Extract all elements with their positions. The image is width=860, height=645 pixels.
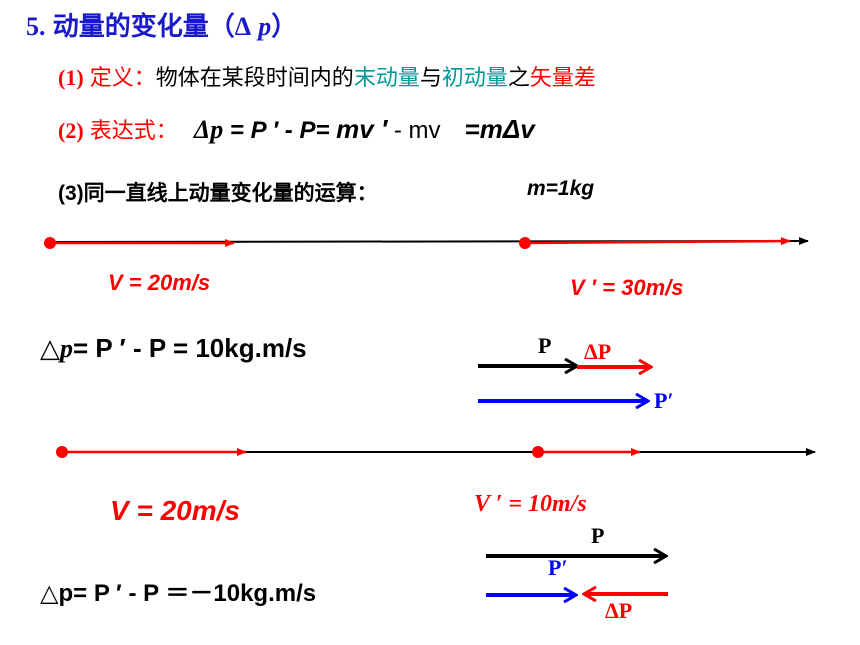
calc-text: (3)同一直线上动量变化量的运算：: [58, 182, 378, 205]
case1-delta-p: p: [60, 334, 73, 363]
title-close: ）: [271, 11, 298, 41]
definition-term-initial: 初动量: [441, 65, 508, 90]
formula-mv-prime: mv ′: [336, 114, 388, 144]
definition-text3: 之: [507, 65, 530, 90]
formula-part2: = P ′ - P=: [223, 117, 337, 144]
definition-term-final: 末动量: [353, 65, 420, 90]
case2-v-final: V ′ = 10m/s: [474, 491, 587, 517]
definition-line: (1) 定义：物体在某段时间内的末动量与初动量之矢量差: [58, 60, 596, 92]
case2-delta-symbol: △: [40, 580, 59, 607]
case1-end-point: [519, 237, 531, 249]
title-p: p: [258, 12, 272, 41]
case1-v-initial: V = 20m/s: [108, 270, 211, 295]
expression-line: (2) 表达式： Δp = P ′ - P= mv ′ - mv =mΔv: [58, 113, 535, 145]
case2-end-point: [532, 446, 544, 458]
formula-delta: Δ: [193, 115, 211, 144]
case2-delta-formula: △p= P ′ - P ＝－10kg.m/s: [40, 573, 316, 608]
case2-start-point: [56, 446, 68, 458]
definition-label: (1): [58, 65, 84, 90]
title-number: 5.: [26, 12, 46, 41]
case1-vec-p-label: P: [538, 333, 552, 358]
case2-vec-p-label: P: [591, 523, 605, 548]
definition-head: 定义：: [89, 65, 156, 90]
case1-delta-formula: △p= P ′ - P = 10kg.m/s: [40, 333, 307, 364]
case2-v-initial: V = 20m/s: [110, 495, 240, 526]
definition-text2: 与: [419, 65, 442, 90]
definition-term-vector-diff: 矢量差: [529, 65, 596, 90]
page-title: 5. 动量的变化量（Δ p）: [26, 6, 297, 43]
calc-label: (3)同一直线上动量变化量的运算：: [58, 177, 378, 207]
formula-p: p: [210, 115, 224, 144]
case1-v-final: V ′ = 30m/s: [570, 275, 684, 300]
case1-vec-pprime-label: P′: [654, 388, 674, 413]
title-text: 动量的变化量（: [52, 11, 235, 41]
formula-mdv: =mΔv: [464, 114, 535, 144]
case1-start-point: [44, 237, 56, 249]
case2-vec-dp-label: ΔP: [605, 598, 633, 623]
formula-mv: - mv: [387, 117, 441, 144]
case1-delta-symbol: △: [40, 333, 60, 363]
definition-text1: 物体在某段时间内的: [155, 65, 354, 90]
expression-head: 表达式：: [89, 118, 178, 143]
mass-label: m=1kg: [527, 177, 595, 200]
case1-vec-dp-label: ΔP: [584, 339, 612, 364]
case2-delta-rest: p= P ′ - P ＝－10kg.m/s: [58, 580, 317, 607]
case1-velocity-final: [524, 237, 791, 246]
case2-vec-pprime-label: P′: [548, 555, 568, 580]
case1-delta-rest: = P ′ - P = 10kg.m/s: [73, 333, 307, 363]
expression-label: (2): [58, 118, 84, 143]
title-delta: Δ: [234, 12, 252, 41]
